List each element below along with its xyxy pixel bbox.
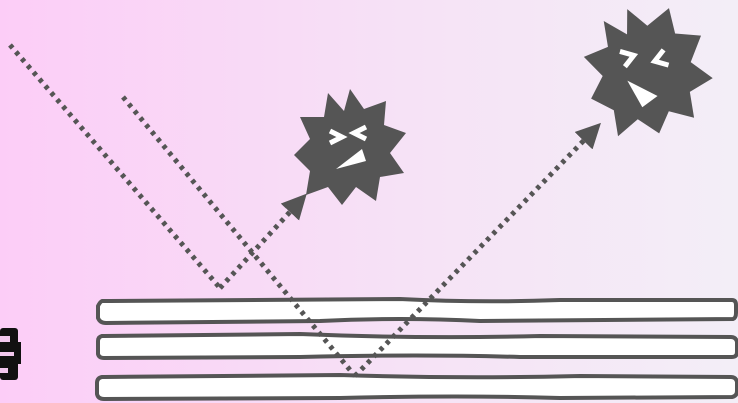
- rays: [10, 45, 594, 376]
- burst-large: [568, 0, 725, 150]
- burst-face-icon: [294, 89, 406, 205]
- layer-slab-top: [98, 299, 736, 323]
- camera-icon: [0, 328, 21, 380]
- layer-slab-middle: [98, 334, 737, 358]
- reflected-ray-1: [220, 201, 300, 288]
- burst-small: [294, 89, 406, 205]
- layer-stack: [97, 299, 737, 399]
- incident-ray-1: [10, 45, 220, 288]
- burst-face-icon: [568, 0, 725, 150]
- layer-slab-bottom: [97, 375, 737, 399]
